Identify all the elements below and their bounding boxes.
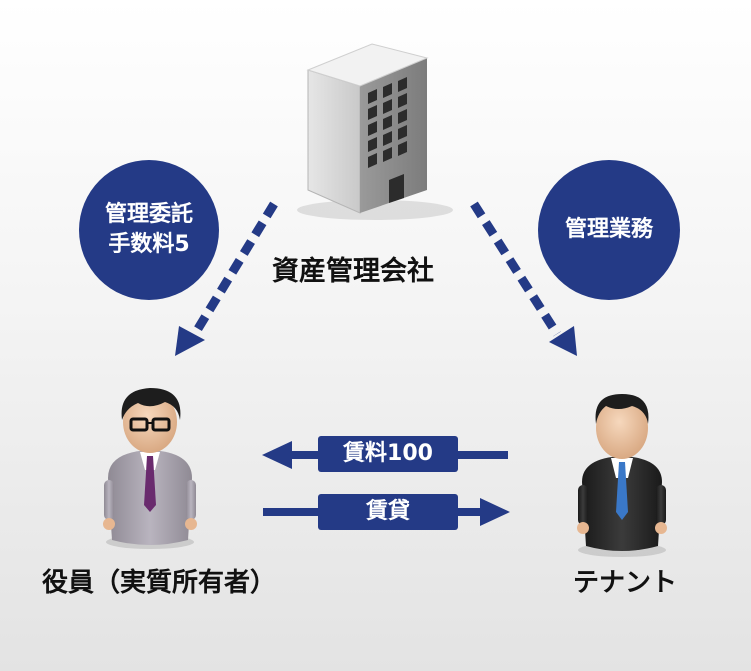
tenant-label: テナント: [573, 568, 678, 598]
office-building-icon: [297, 43, 453, 220]
businessman-icon: [577, 394, 667, 557]
lease-flow-label: 賃貸: [318, 494, 458, 530]
management-service-circle: 管理業務: [538, 160, 680, 300]
company-label: 資産管理会社: [272, 256, 434, 287]
dashed-arrow-to-tenant: [470, 201, 577, 356]
dashed-arrow-to-owner: [175, 201, 278, 356]
rent-flow-label: 賃料100: [318, 436, 458, 472]
owner-label: 役員（実質所有者）: [42, 568, 277, 598]
management-fee-circle: 管理委託 手数料5: [79, 160, 219, 300]
businessman-with-glasses-icon: [103, 388, 197, 549]
